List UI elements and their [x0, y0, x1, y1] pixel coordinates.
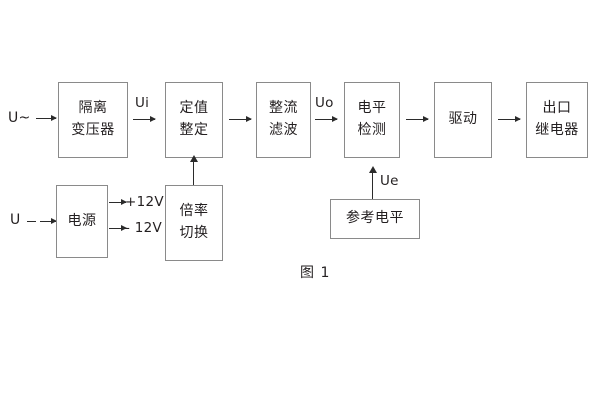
- block-level-detect: 电平 检测: [344, 82, 400, 158]
- block-level-detect-line-1: 电平: [357, 100, 387, 117]
- ue-label: Ue: [380, 173, 399, 189]
- block-drive: 驱动: [434, 82, 492, 158]
- block-output-relay-line-2: 继电器: [535, 122, 579, 138]
- block-reference-level: 参考电平: [330, 199, 420, 239]
- block-isolation-transformer-line-2: 变压器: [71, 122, 115, 138]
- arrow-power-supply-rail-positive: [109, 199, 127, 205]
- block-reference-level-line-1: 参考电平: [346, 210, 404, 227]
- block-setting-value-line-1: 定值: [179, 100, 209, 117]
- block-rectify-filter: 整流 滤波: [256, 82, 311, 158]
- block-isolation-transformer-line-1: 隔离: [78, 100, 108, 117]
- arrow-power-supply-rail-negative: [109, 225, 127, 231]
- arrow-level-detect-to-drive: [406, 116, 429, 122]
- ac-input-label: U~: [8, 110, 31, 126]
- rail-negative-label: - 12V: [125, 220, 163, 236]
- arrow-dc-input-to-power-supply: [40, 218, 57, 224]
- block-rectify-filter-line-2: 滤波: [269, 122, 298, 138]
- arrow-ac-input-to-transformer: [36, 115, 57, 121]
- block-multiplier-switch-line-2: 切换: [179, 225, 209, 241]
- arrow-drive-to-output-relay: [498, 116, 521, 122]
- block-multiplier-switch: 倍率 切换: [165, 185, 223, 261]
- arrow-rectify-to-level-detect: [315, 116, 338, 122]
- block-isolation-transformer: 隔离 变压器: [58, 82, 128, 158]
- figure-caption: 图 1: [300, 265, 331, 281]
- block-output-relay-line-1: 出口: [542, 100, 572, 117]
- dc-input-dash-segment: [27, 221, 36, 222]
- rail-positive-label: +12V: [125, 194, 164, 210]
- arrow-transformer-to-setting: [133, 116, 156, 122]
- block-multiplier-switch-line-1: 倍率: [179, 203, 209, 220]
- arrow-reference-level-to-level-detect: [368, 166, 377, 199]
- block-output-relay: 出口 继电器: [526, 82, 588, 158]
- uo-label: Uo: [315, 95, 334, 111]
- arrow-setting-to-rectify: [229, 116, 252, 122]
- ui-label: Ui: [135, 95, 150, 111]
- block-power-supply-line-1: 电源: [67, 212, 97, 229]
- block-level-detect-line-2: 检测: [357, 122, 387, 138]
- dc-input-label: U: [10, 212, 21, 228]
- block-rectify-filter-line-1: 整流: [269, 100, 298, 117]
- block-power-supply: 电源: [56, 185, 108, 258]
- arrow-multiplier-switch-to-setting: [189, 155, 198, 185]
- block-drive-line-1: 驱动: [448, 111, 478, 128]
- block-setting-value: 定值 整定: [165, 82, 223, 158]
- block-setting-value-line-2: 整定: [179, 122, 209, 138]
